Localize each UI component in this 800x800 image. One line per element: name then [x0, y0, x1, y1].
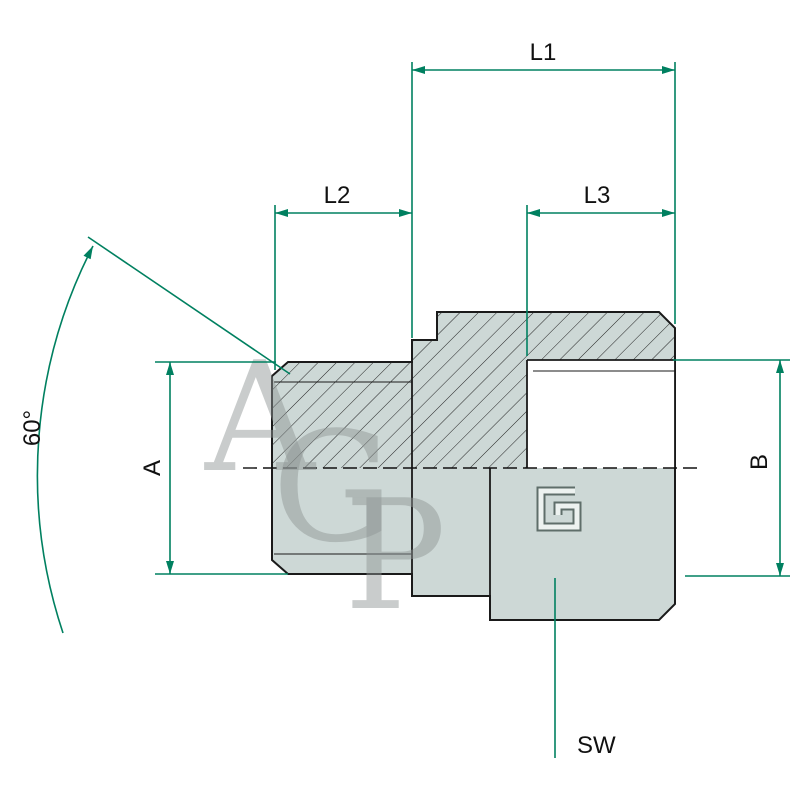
watermark-letter-p: P [344, 467, 446, 644]
l3-label: L3 [584, 182, 611, 209]
dimension-a: A [139, 361, 288, 575]
l1-label: L1 [530, 39, 557, 66]
fitting-body [271, 311, 676, 621]
watermark-letter-g: G [272, 399, 393, 576]
dimension-l1: L1 [411, 39, 676, 338]
manufacturer-logo-mark [536, 486, 582, 532]
cone-angle-arc [36, 245, 94, 634]
watermark-letter-a: A [204, 329, 317, 506]
b-label: B [746, 454, 773, 470]
dimension-cone-angle: 60° [19, 236, 291, 634]
dimension-sw: SW [554, 578, 616, 759]
a-label: A [139, 460, 166, 476]
dimension-b: B [673, 359, 790, 577]
logo-glyph [538, 488, 580, 530]
dimension-l3: L3 [526, 182, 675, 356]
l2-label: L2 [324, 182, 351, 209]
female-bore-void [527, 360, 675, 468]
watermark: A G P [204, 329, 446, 644]
dimension-l2: L2 [274, 182, 412, 370]
sw-label: SW [577, 732, 616, 759]
cone-angle-label: 60° [19, 410, 46, 446]
cone-angle-reference-line [87, 236, 291, 375]
section-hatching [272, 312, 675, 468]
